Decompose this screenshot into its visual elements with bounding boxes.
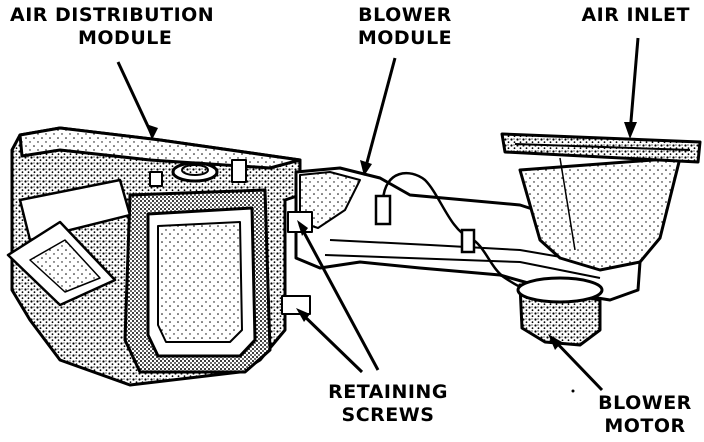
air-inlet <box>500 132 702 272</box>
label-air-inlet: AIR INLET <box>560 4 690 27</box>
label-line: MODULE <box>357 27 453 49</box>
label-line: RETAINING <box>328 381 448 403</box>
arrow-air-distribution <box>116 61 154 136</box>
arrow-retaining-screw-lower <box>298 310 364 374</box>
arrowheads <box>146 122 637 350</box>
air-distribution-module <box>6 126 302 387</box>
label-air-distribution-module: AIR DISTRIBUTION MODULE <box>10 4 214 50</box>
label-retaining-screws: RETAINING SCREWS <box>318 381 458 427</box>
leader-arrows <box>116 37 640 392</box>
label-line: BLOWER <box>358 4 452 26</box>
label-blower-motor: BLOWER MOTOR <box>590 392 700 438</box>
stray-dot <box>571 389 575 393</box>
arrow-blower-module <box>363 57 397 171</box>
arrow-blower-motor <box>550 336 604 392</box>
arrow-air-inlet <box>628 37 640 134</box>
label-line: AIR DISTRIBUTION <box>10 4 215 26</box>
label-line: MOTOR <box>604 415 686 437</box>
label-line: MODULE <box>78 27 173 49</box>
label-line: BLOWER <box>598 392 692 414</box>
label-line: SCREWS <box>341 404 435 426</box>
label-blower-module: BLOWER MODULE <box>345 4 465 50</box>
label-line: AIR INLET <box>581 4 690 26</box>
blower-motor <box>516 276 604 347</box>
arrow-retaining-screw-upper <box>298 224 380 371</box>
